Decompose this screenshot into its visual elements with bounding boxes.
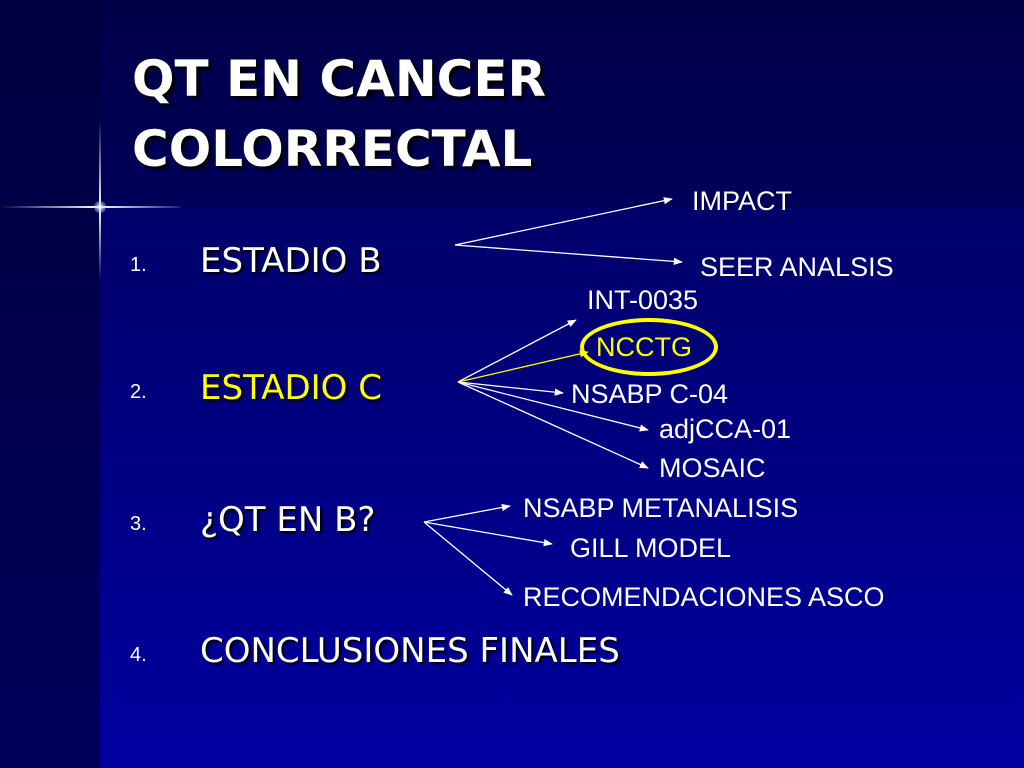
arrow-to-nsabp-metanalisis bbox=[423, 503, 511, 523]
list-item-label: ESTADIO C bbox=[200, 368, 382, 408]
study-recomendaciones-asco: RECOMENDACIONES ASCO bbox=[523, 582, 885, 612]
left-band bbox=[0, 0, 100, 768]
study-int-0035: INT-0035 bbox=[587, 285, 699, 315]
list-item-number: 3. bbox=[130, 513, 147, 535]
study-adjcca-01: adjCCA-01 bbox=[659, 414, 792, 444]
study-mosaic: MOSAIC bbox=[659, 453, 766, 483]
list-item-label: ESTADIO B bbox=[200, 241, 382, 281]
lens-flare-core bbox=[94, 201, 106, 213]
study-seer-analsis: SEER ANALSIS bbox=[700, 252, 894, 282]
list-item-number: 2. bbox=[130, 381, 147, 403]
ncctg-highlight-ring bbox=[580, 318, 718, 376]
arrow-to-mosaic bbox=[457, 381, 649, 469]
arrow-to-ncctg bbox=[457, 350, 589, 383]
list-item-number: 1. bbox=[130, 254, 147, 276]
list-item-label: ¿QT EN B? bbox=[200, 500, 376, 540]
lower-panel bbox=[100, 208, 1024, 768]
arrow-to-nsabp-c04 bbox=[457, 381, 564, 396]
slide-title-line-2: COLORRECTAL bbox=[132, 120, 533, 178]
study-impact: IMPACT bbox=[692, 186, 792, 216]
list-item-label: CONCLUSIONES FINALES bbox=[200, 631, 620, 671]
arrow-to-gill-model bbox=[423, 521, 553, 547]
lens-flare-horizontal bbox=[0, 206, 180, 208]
lens-flare-vertical bbox=[99, 120, 101, 280]
study-ncctg: NCCTG bbox=[596, 332, 692, 362]
slide-title: QT EN CANCER COLORRECTAL bbox=[132, 44, 546, 184]
slide-title-line-1: QT EN CANCER bbox=[132, 50, 547, 108]
study-gill-model: GILL MODEL bbox=[570, 533, 732, 563]
arrow-to-impact bbox=[454, 197, 673, 246]
arrow-to-adjcca01 bbox=[457, 381, 649, 432]
arrow-to-seer bbox=[454, 244, 683, 266]
study-nsabp-metanalisis: NSABP METANALISIS bbox=[523, 493, 799, 523]
study-nsabp-c04: NSABP C-04 bbox=[571, 379, 729, 409]
arrow-to-int-0035 bbox=[457, 319, 577, 383]
list-item-number: 4. bbox=[130, 644, 147, 666]
arrow-to-recomendaciones bbox=[423, 521, 513, 596]
